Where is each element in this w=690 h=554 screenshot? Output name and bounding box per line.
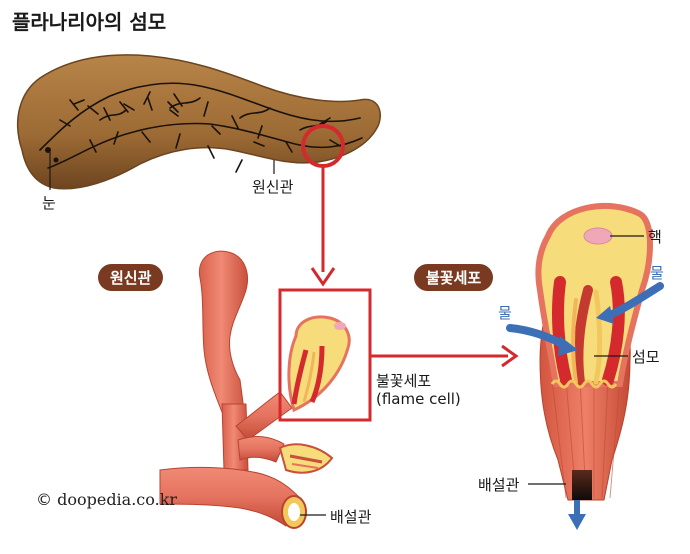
protonephridium-tubules: [159, 250, 334, 529]
flame-cell-badge: 불꽃세포: [414, 264, 494, 291]
copyright-credit: © doopedia.co.kr: [36, 490, 177, 509]
zoom-arrow-head: [501, 344, 519, 368]
water-label-left: 물: [498, 304, 512, 322]
worm-eye: [45, 147, 51, 153]
flame-cell-label-ko: 불꽃세포: [376, 372, 432, 390]
cilia-label: 섬모: [632, 348, 660, 366]
nucleus-label: 핵: [648, 228, 662, 246]
eye-label: 눈: [42, 194, 56, 212]
worm-body: [16, 54, 381, 190]
water-label-right: 물: [650, 264, 664, 282]
planaria-worm: [16, 54, 381, 190]
flame-cell-large: [535, 202, 653, 501]
figure-title: 플라나리아의 섬모: [12, 10, 167, 34]
water-flow-arrows: [506, 282, 664, 530]
protonephridia-badge: 원신관: [98, 264, 164, 291]
flame-cell-label-en: (flame cell): [376, 390, 461, 408]
excretory-duct-label-right: 배설관: [478, 476, 520, 494]
copyright-icon: ©: [36, 490, 52, 509]
flame-cell-small: [287, 315, 351, 413]
protonephridia-label: 원신관: [252, 178, 294, 196]
excretory-duct-label-left: 배설관: [330, 508, 372, 526]
protonephridia-network: [39, 82, 363, 173]
zoom-arrowhead: [310, 267, 336, 287]
credit-text: doopedia.co.kr: [57, 490, 178, 509]
